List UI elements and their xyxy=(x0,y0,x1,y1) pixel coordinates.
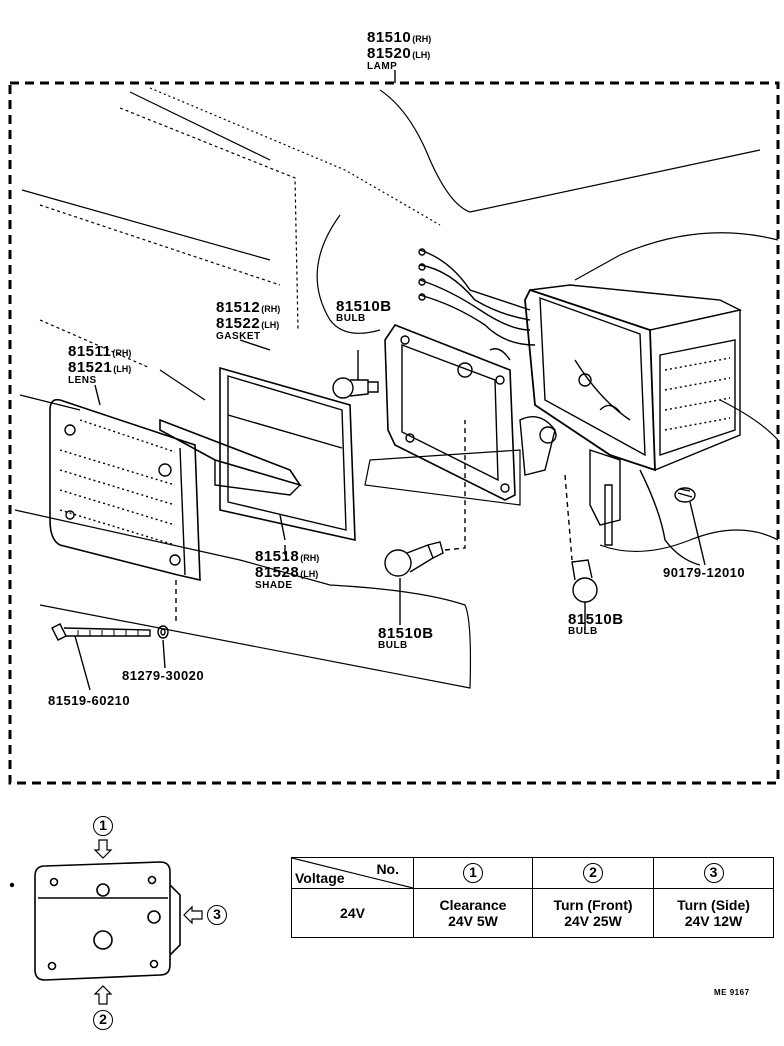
cell-line: 24V 12W xyxy=(684,913,743,929)
drawing-code: ME 9167 xyxy=(714,988,750,997)
shade-drawing xyxy=(159,418,302,541)
washer-drawing xyxy=(157,580,177,669)
circled-number: 2 xyxy=(583,863,603,883)
bulb-right-drawing xyxy=(564,474,598,612)
side-suffix: (RH) xyxy=(412,34,432,44)
bulb-top-drawing xyxy=(332,350,379,399)
side-suffix: (LH) xyxy=(412,50,431,60)
part-name: SHADE xyxy=(255,580,293,591)
part-number: 81510 xyxy=(367,29,412,46)
part-number: 81519-60210 xyxy=(48,693,131,708)
wiring-drawing xyxy=(418,248,536,346)
part-number: 81518 xyxy=(255,548,300,565)
view-marker-1: 1 xyxy=(93,816,113,836)
side-suffix: (LH) xyxy=(261,320,280,330)
part-number: 81521 xyxy=(68,359,113,376)
part-number: 81510B xyxy=(336,298,392,315)
clip-drawing xyxy=(674,487,706,566)
decor-dot xyxy=(9,882,15,888)
header-col-3: 3 xyxy=(653,857,774,889)
cell-line: 24V 25W xyxy=(564,913,622,929)
socket-frame-drawing xyxy=(384,324,557,501)
circled-number: 1 xyxy=(463,863,483,883)
part-name: GASKET xyxy=(216,331,261,342)
view-sketch xyxy=(34,839,203,1005)
view-marker-2: 2 xyxy=(93,1010,113,1030)
part-number: 81528 xyxy=(255,564,300,581)
label-lens: 81511(RH) 81521(LH) LENS xyxy=(68,344,131,386)
turn-side-cell: Turn (Side)24V 12W xyxy=(653,888,774,938)
label-washer: 81279-30020 xyxy=(122,668,204,684)
part-name: BULB xyxy=(378,640,408,651)
view-marker-3: 3 xyxy=(207,905,227,925)
part-number: 81512 xyxy=(216,299,261,316)
lens-drawing xyxy=(49,398,201,582)
part-number: 81510B xyxy=(568,611,624,628)
label-shade: 81518(RH) 81528(LH) SHADE xyxy=(255,549,319,591)
label-bulb-top: 81510B BULB xyxy=(336,299,392,324)
label-bulb-mid: 81510B BULB xyxy=(378,626,434,651)
label-bulb-right: 81510B BULB xyxy=(568,612,624,637)
gasket-leader xyxy=(239,339,271,351)
cell-line: Turn (Front) xyxy=(553,897,633,913)
circled-number: 3 xyxy=(703,863,724,883)
bulb-mid-drawing xyxy=(384,420,466,625)
part-number: 81279-30020 xyxy=(122,668,205,683)
part-number: 90179-12010 xyxy=(663,565,746,580)
part-name: BULB xyxy=(336,313,366,324)
gasket-drawing xyxy=(219,366,356,542)
header-col-2: 2 xyxy=(532,857,654,889)
turn-front-cell: Turn (Front)24V 25W xyxy=(532,888,654,938)
part-number: 81522 xyxy=(216,315,261,332)
assembly-boundary xyxy=(8,81,780,785)
label-clip: 90179-12010 xyxy=(663,565,745,581)
part-name: LAMP xyxy=(367,61,398,72)
header-diagonal-cell: No. Voltage xyxy=(291,857,414,889)
label-screw: 81519-60210 xyxy=(48,693,130,709)
label-gasket: 81512(RH) 81522(LH) GASKET xyxy=(216,300,280,342)
part-number: 81510B xyxy=(378,625,434,642)
side-suffix: (RH) xyxy=(300,553,320,563)
header-col-1: 1 xyxy=(413,857,533,889)
lamp-housing-drawing xyxy=(524,284,743,566)
part-number: 81511 xyxy=(68,343,112,360)
part-name: LENS xyxy=(68,375,97,386)
cell-line: 24V 5W xyxy=(448,913,498,929)
side-suffix: (RH) xyxy=(261,304,281,314)
side-suffix: (LH) xyxy=(113,364,132,374)
vehicle-body-lines xyxy=(14,87,779,689)
lens-leader xyxy=(94,384,101,406)
label-lamp: 81510(RH) 81520(LH) LAMP xyxy=(367,30,431,72)
voltage-cell: 24V xyxy=(291,888,414,938)
screw-drawing xyxy=(51,623,151,691)
side-suffix: (LH) xyxy=(300,569,319,579)
part-number: 81520 xyxy=(367,45,412,62)
cell-line: Clearance xyxy=(439,897,507,913)
side-suffix: (RH) xyxy=(112,348,132,358)
table-header-row: No. Voltage 1 2 3 xyxy=(291,857,774,889)
header-voltage: Voltage xyxy=(295,870,345,886)
header-no: No. xyxy=(376,861,399,877)
part-name: BULB xyxy=(568,626,598,637)
cell-line: Turn (Side) xyxy=(677,897,750,913)
